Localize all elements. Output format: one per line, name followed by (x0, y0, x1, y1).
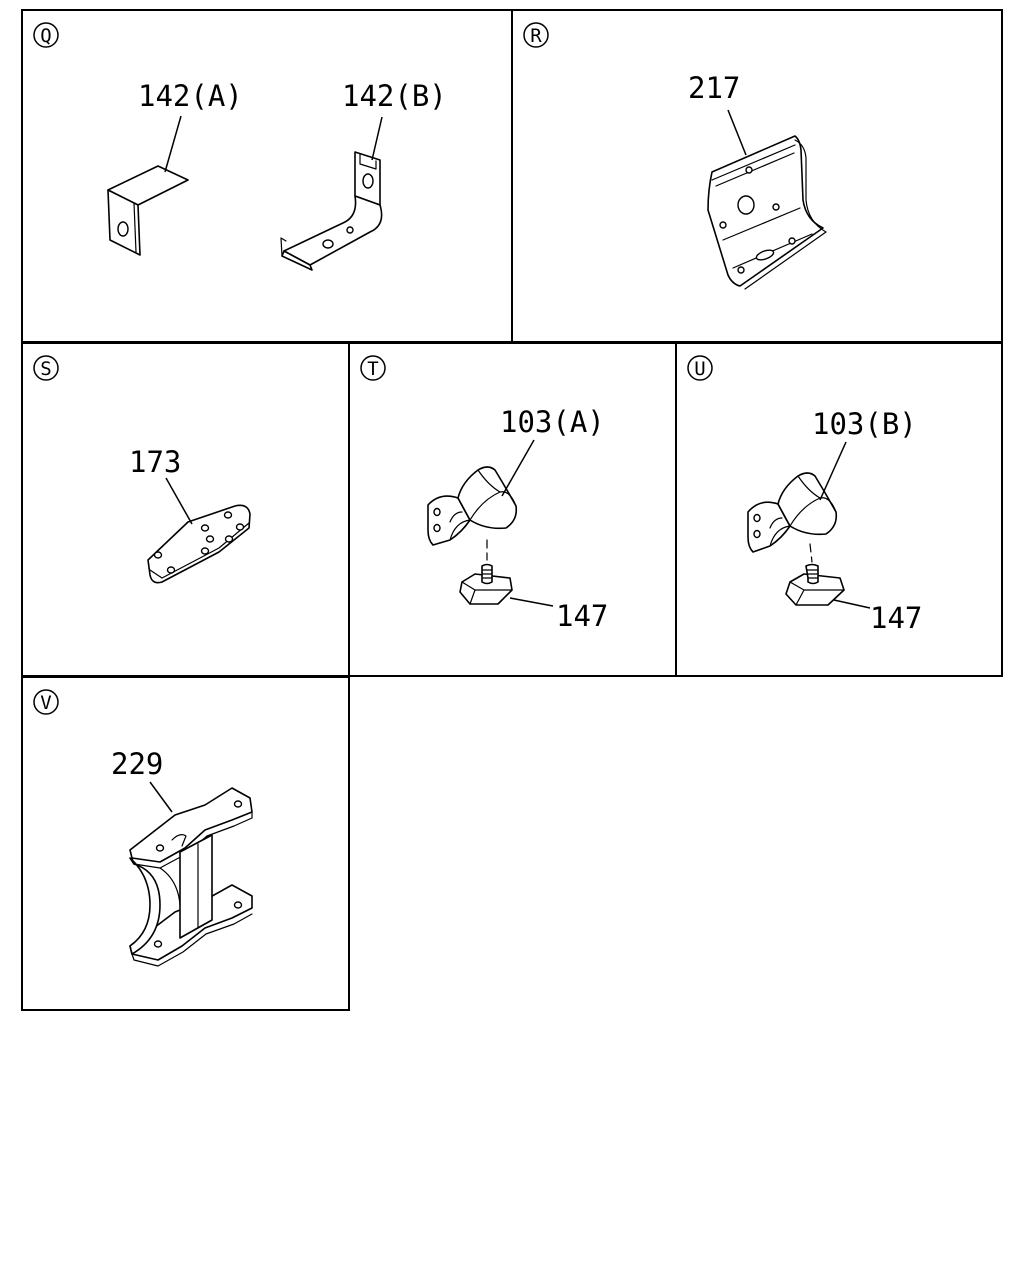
panel-q-badge: Q (33, 22, 59, 48)
plate-173-drawing (147, 477, 251, 584)
mount-bracket-103a-drawing (427, 439, 535, 546)
part-label-103b: 103(B) (812, 407, 917, 441)
panel-u-letter: U (694, 358, 705, 380)
part-label-217: 217 (688, 71, 740, 105)
panel-q-letter: Q (40, 25, 51, 47)
panel-s-badge: S (33, 355, 59, 381)
panel-s: S 173 (33, 355, 251, 584)
panel-v-letter: V (40, 692, 51, 714)
part-label-103a: 103(A) (500, 405, 605, 439)
panel-r-letter: R (530, 25, 542, 47)
part-label-142b: 142(B) (342, 79, 447, 113)
panel-r-badge: R (523, 22, 549, 48)
panel-t-letter: T (367, 358, 378, 380)
part-label-229: 229 (111, 747, 163, 781)
part-label-147-t: 147 (556, 599, 608, 633)
mount-rubber-147-u-drawing (785, 563, 871, 609)
panel-u-badge: U (687, 355, 713, 381)
mount-rubber-147-t-drawing (459, 563, 554, 607)
panel-s-letter: S (40, 358, 51, 380)
part-label-142a: 142(A) (138, 79, 243, 113)
bolt-axis-u (809, 543, 813, 563)
panel-v-frame (21, 676, 350, 1011)
panel-t: T 103(A) 147 (360, 355, 608, 633)
part-label-173: 173 (129, 445, 181, 479)
panel-r: R 217 (523, 22, 827, 290)
panel-v-badge: V (33, 689, 59, 715)
bracket-142a-drawing (107, 115, 189, 256)
part-label-147-u: 147 (870, 601, 922, 635)
panel-v: V 229 (33, 689, 253, 967)
mount-bracket-103b-drawing (747, 441, 847, 553)
panel-q-frame (21, 9, 513, 343)
panel-q: Q 142(A) 142(B) (33, 22, 447, 271)
bracket-217-drawing (707, 109, 827, 290)
panel-t-badge: T (360, 355, 386, 381)
support-229-drawing (129, 781, 253, 967)
panel-s-frame (21, 342, 350, 677)
panel-frames (21, 9, 1003, 1011)
panel-u: U 103(B) 147 (687, 355, 922, 635)
bracket-142b-drawing (280, 116, 383, 271)
panel-u-frame (675, 342, 1003, 677)
